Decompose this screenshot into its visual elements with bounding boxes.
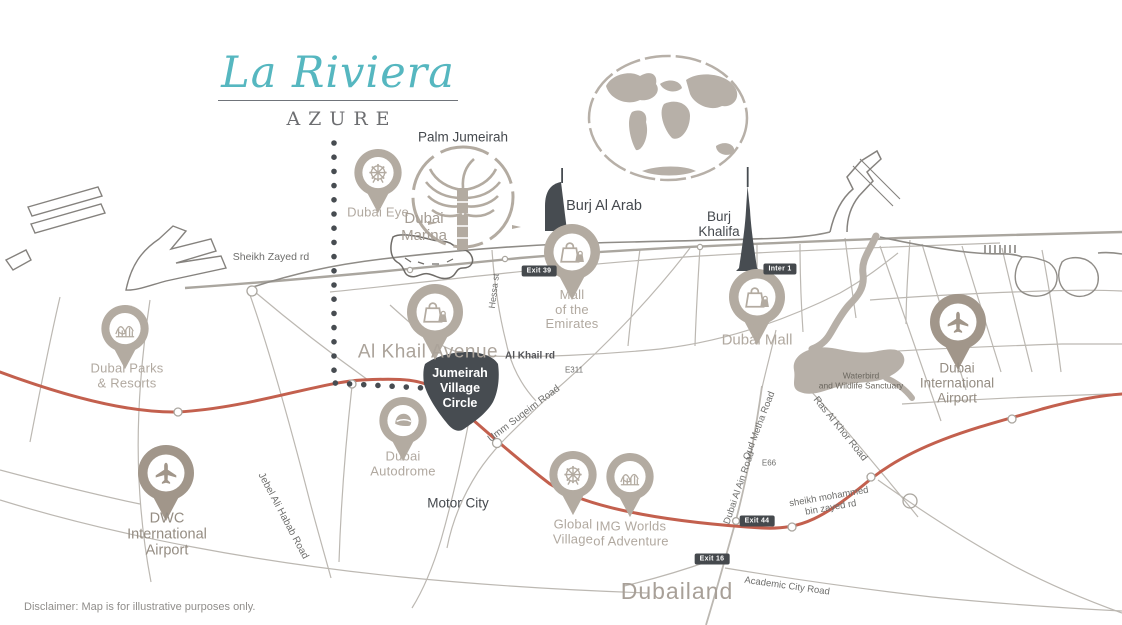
- exit-badge-44: Exit 44: [739, 515, 775, 527]
- poi-pin-dwc-airport: [134, 443, 198, 523]
- autodrome-line1: Dubai: [385, 448, 421, 464]
- sanctuary-line1: Waterbird: [842, 370, 880, 381]
- poi-pin-dxb-airport: [926, 292, 990, 372]
- label-burj-khalifa-line2: Khalifa: [698, 224, 740, 239]
- label-palm-jumeirah: Palm Jumeirah: [417, 129, 509, 145]
- poi-pin-img-worlds: [603, 451, 657, 519]
- dwc-line1: DWC: [149, 510, 185, 527]
- brand-logo-text: La Riviera: [221, 48, 455, 98]
- burj-al-arab-silhouette: [545, 168, 567, 231]
- highway-e311-red: [0, 370, 1122, 530]
- poi-label-dubai-autodrome: Dubai Autodrome: [370, 449, 435, 478]
- label-dubai-marina-line1: Dubai: [404, 210, 444, 228]
- exit-badge-inter-1: Inter 1: [763, 263, 797, 275]
- burj-khalifa-silhouette: [736, 167, 760, 271]
- road-label-sheikh-zayed: Sheikh Zayed rd: [232, 251, 310, 264]
- poi-label-mall-of-the-emirates: Mall of the Emirates: [546, 288, 599, 332]
- label-waterbird-sanctuary: Waterbird and Wildlife Sanctuary: [819, 371, 904, 390]
- poi-label-dubai-eye: Dubai Eye: [347, 204, 409, 220]
- poi-pin-dubai-eye: [351, 147, 405, 215]
- sanctuary-line2: and Wildlife Sanctuary: [818, 380, 904, 390]
- poi-label-dwc-airport: DWC International Airport: [127, 511, 207, 560]
- road-label-e311: E311: [564, 365, 584, 375]
- road-label-al-khail: Al Khail rd: [504, 350, 556, 362]
- moe-line2: of the: [555, 301, 589, 317]
- img-line1: IMG Worlds: [595, 518, 667, 534]
- road-network: [0, 237, 1122, 625]
- world-map-decoration: [587, 54, 749, 182]
- poi-label-global-village: Global Village: [553, 517, 593, 546]
- dxb-line1: Dubai: [939, 360, 975, 376]
- poi-pin-dubai-parks: [98, 303, 152, 371]
- label-dubai-marina-line2: Marina: [401, 227, 447, 244]
- road-label-e66: E66: [761, 458, 777, 468]
- jvc-label-line2: Village: [439, 381, 481, 395]
- parks-line2: & Resorts: [97, 375, 157, 390]
- dxb-line3: Airport: [937, 390, 977, 406]
- label-burj-khalifa-line1: Burj: [706, 208, 731, 224]
- poi-pin-mall-of-the-emirates: [540, 222, 604, 302]
- dwc-line3: Airport: [145, 543, 189, 560]
- locator-dotted-path: [331, 140, 427, 391]
- moe-line3: Emirates: [545, 316, 599, 332]
- label-motor-city: Motor City: [427, 495, 489, 511]
- moe-line1: Mall: [559, 287, 585, 303]
- poi-label-dxb-airport: Dubai International Airport: [920, 360, 994, 405]
- label-dubai-marina: Dubai Marina: [401, 210, 447, 245]
- disclaimer-text: Disclaimer: Map is for illustrative purp…: [24, 601, 256, 613]
- img-line2: of Adventure: [593, 533, 669, 548]
- poi-label-dubai-parks: Dubai Parks & Resorts: [90, 361, 163, 390]
- poi-label-al-khail-avenue: Al Khail Avenue: [357, 341, 499, 363]
- palm-jumeirah-island: [411, 145, 521, 250]
- label-burj-khalifa: Burj Khalifa: [698, 209, 739, 239]
- poi-label-dubai-mall: Dubai Mall: [721, 331, 793, 349]
- poi-pin-dubai-mall: [725, 267, 789, 347]
- dwc-line2: International: [127, 526, 207, 543]
- exit-badge-16: Exit 16: [694, 553, 730, 565]
- parks-line1: Dubai Parks: [90, 360, 164, 376]
- gv-line1: Global: [553, 516, 593, 532]
- jvc-label-line3: Circle: [442, 396, 478, 410]
- gv-line2: Village: [552, 531, 594, 546]
- autodrome-line2: Autodrome: [370, 463, 436, 478]
- sheikh-zayed-road-line: [184, 230, 1122, 290]
- creek-and-sanctuary: [793, 232, 915, 401]
- poi-pin-dubai-autodrome: [376, 395, 430, 463]
- brand-block: La Riviera AZURE: [218, 48, 458, 131]
- poi-label-img-worlds: IMG Worlds of Adventure: [593, 519, 668, 548]
- port-and-runway-detail: [829, 149, 1016, 253]
- dxb-line2: International: [919, 375, 995, 391]
- label-burj-al-arab: Burj Al Arab: [566, 197, 642, 214]
- exit-badge-39: Exit 39: [521, 265, 557, 277]
- label-dubailand: Dubailand: [620, 578, 734, 605]
- jvc-area-shape: [423, 352, 499, 431]
- jvc-label-line1: Jumeirah: [432, 366, 488, 380]
- poi-pin-al-khail-avenue: [403, 282, 467, 362]
- brand-underline: [218, 100, 458, 102]
- poi-pin-global-village: [546, 449, 600, 517]
- jvc-label: Jumeirah Village Circle: [415, 366, 505, 411]
- dubai-marina-outline: [390, 234, 474, 280]
- jebel-ali-port-outline: [4, 186, 227, 291]
- brand-subtitle: AZURE: [286, 108, 398, 131]
